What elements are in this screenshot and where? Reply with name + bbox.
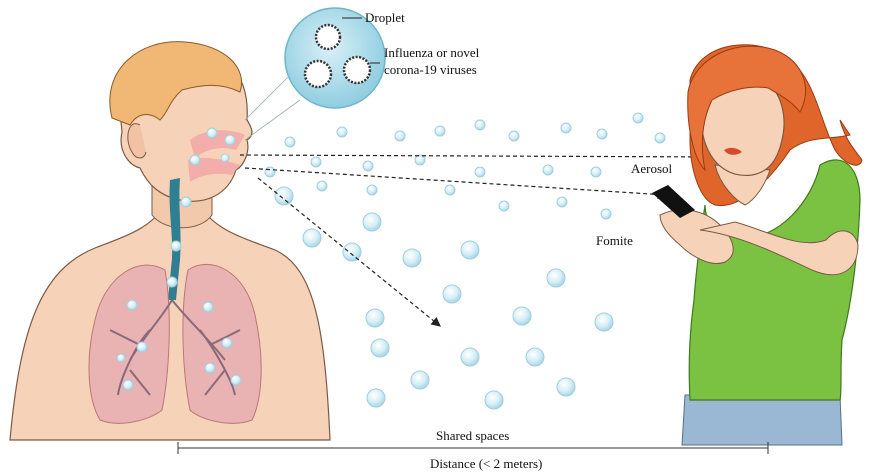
virus-magnifier-icon: [245, 8, 385, 140]
male-torso: [10, 205, 330, 440]
fomite-label: Fomite: [596, 233, 633, 249]
female-arm: [660, 210, 733, 264]
droplet-label: Droplet: [365, 10, 405, 26]
male-figure: [10, 42, 330, 440]
virus-label-line1: Influenza or novel: [384, 45, 479, 61]
aerosol-label: Aerosol: [631, 161, 672, 177]
distance-label: Distance (< 2 meters): [430, 456, 542, 472]
female-jeans: [682, 395, 842, 445]
virus-label-line2: corona-19 viruses: [384, 62, 477, 78]
aerosol-arrow: [240, 155, 722, 157]
female-figure: [652, 45, 862, 445]
fomite-arrow: [245, 168, 666, 195]
shared-spaces-label: Shared spaces: [436, 428, 509, 444]
